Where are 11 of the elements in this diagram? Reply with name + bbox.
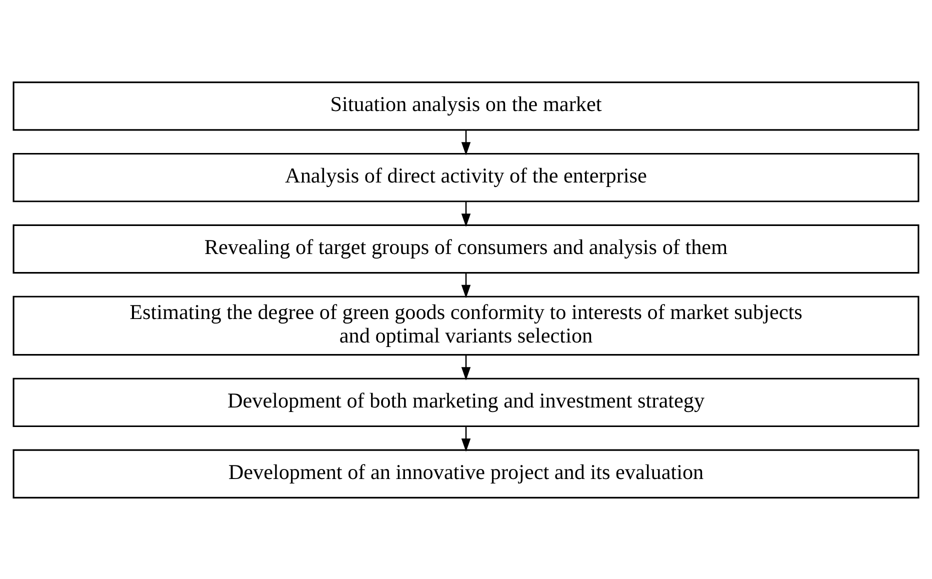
arrow — [461, 200, 471, 226]
node-box: Development of an innovative project and its evaluation — [12, 448, 920, 498]
arrow — [461, 426, 471, 452]
arrow — [461, 129, 471, 155]
node-box: Revealing of target groups of consumers and analysis of them — [12, 224, 920, 274]
node-box: Analysis of direct activity of the enterprise — [12, 152, 920, 202]
node-box: Situation analysis on the market — [12, 81, 920, 130]
arrow — [461, 354, 471, 380]
arrow — [461, 272, 471, 298]
node-box: Development of both marketing and investment strategy — [12, 377, 920, 427]
node-box: Estimating the degree of green goods conformity to interests of market subjects and optimal variants selection — [12, 295, 920, 356]
